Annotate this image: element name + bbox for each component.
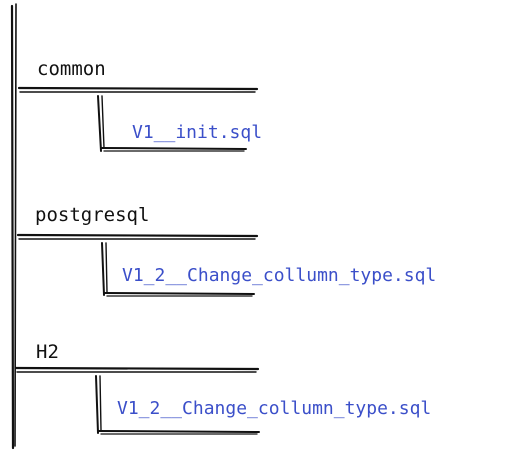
file-v1-2-change-column-type-sql-h2: V1_2__Change_collumn_type.sql <box>117 398 431 419</box>
folder-common: common V1__init.sql <box>17 58 262 152</box>
folder-branch-line <box>17 86 259 93</box>
folder-h2: H2 V1_2__Change_collumn_type.sql <box>14 341 431 435</box>
folder-branch-line <box>16 233 259 240</box>
file-v1-2-change-column-type-sql-postgresql: V1_2__Change_collumn_type.sql <box>122 265 436 286</box>
folder-label-common: common <box>37 58 106 80</box>
folder-label-postgresql: postgresql <box>35 204 149 226</box>
file-connector <box>97 95 247 152</box>
folder-branch-line <box>14 366 260 373</box>
folder-postgresql: postgresql V1_2__Change_collumn_type.sql <box>16 204 436 297</box>
tree-trunk <box>10 3 17 450</box>
file-connector <box>101 242 255 297</box>
file-v1-init-sql: V1__init.sql <box>132 122 262 143</box>
file-connector <box>95 375 260 435</box>
folder-label-h2: H2 <box>36 341 59 363</box>
